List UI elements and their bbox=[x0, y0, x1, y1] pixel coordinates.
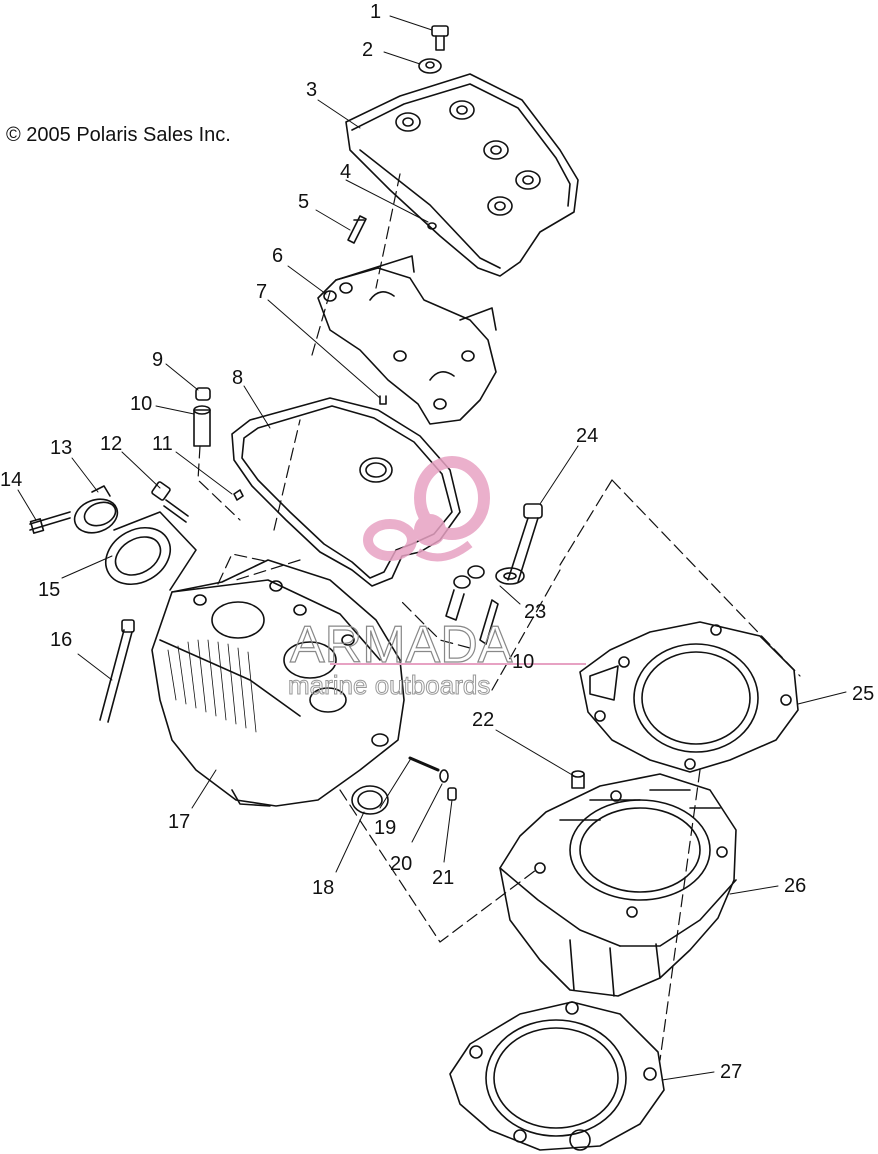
part-2-washer bbox=[418, 58, 442, 74]
callout-20: 20 bbox=[390, 853, 412, 875]
part-9-cap bbox=[195, 387, 211, 401]
callout-11: 11 bbox=[152, 433, 173, 455]
callout-24: 24 bbox=[576, 425, 598, 447]
leader-lines bbox=[17, 15, 847, 1081]
callout-13: 13 bbox=[50, 437, 72, 459]
part-19-stud bbox=[408, 756, 440, 772]
part-7-dowel bbox=[379, 395, 387, 405]
callout-9: 9 bbox=[152, 349, 163, 371]
watermark-tagline: marine outboards bbox=[288, 670, 490, 700]
callout-15: 15 bbox=[38, 579, 60, 601]
callout-labels: 1 2 3 4 5 6 7 8 9 10 11 12 13 14 15 16 1… bbox=[0, 1, 874, 1083]
part-27-base-gasket bbox=[449, 1001, 665, 1151]
callout-3: 3 bbox=[306, 79, 317, 101]
callout-2: 2 bbox=[362, 39, 373, 61]
part-26-cylinder bbox=[499, 773, 737, 997]
callout-18: 18 bbox=[312, 877, 334, 899]
callout-25: 25 bbox=[852, 683, 874, 705]
part-3-valve-cover bbox=[345, 73, 579, 277]
callout-12: 12 bbox=[100, 433, 122, 455]
part-21-nut bbox=[447, 787, 457, 801]
callout-22: 22 bbox=[472, 709, 494, 731]
part-12-bolt bbox=[151, 481, 189, 523]
callout-19: 19 bbox=[374, 817, 396, 839]
callout-1: 1 bbox=[370, 1, 381, 23]
callout-21: 21 bbox=[432, 867, 454, 889]
part-16-long-bolt bbox=[99, 619, 135, 723]
callout-8: 8 bbox=[232, 367, 243, 389]
callout-10b: 10 bbox=[512, 651, 534, 673]
part-20-washer bbox=[439, 769, 449, 783]
callout-14: 14 bbox=[0, 469, 22, 491]
part-10-sleeve bbox=[193, 405, 211, 447]
part-23-stud bbox=[445, 565, 499, 645]
callout-23: 23 bbox=[524, 601, 546, 623]
part-15-intake-boot bbox=[105, 511, 197, 591]
callout-26: 26 bbox=[784, 875, 806, 897]
part-6-cam-carrier bbox=[317, 255, 497, 425]
part-4-dowel bbox=[427, 222, 437, 230]
callout-6: 6 bbox=[272, 245, 283, 267]
callout-7: 7 bbox=[256, 281, 267, 303]
callout-5: 5 bbox=[298, 191, 309, 213]
callout-4: 4 bbox=[340, 161, 351, 183]
assembly-lines bbox=[197, 173, 801, 1061]
part-5-bolt bbox=[347, 215, 367, 244]
callout-10: 10 bbox=[130, 393, 152, 415]
part-11-dowel bbox=[233, 489, 244, 501]
watermark-brand: ARMADA bbox=[290, 616, 513, 674]
callout-27: 27 bbox=[720, 1061, 742, 1083]
part-17-cylinder-head bbox=[151, 559, 405, 807]
part-1-bolt bbox=[431, 25, 449, 51]
part-25-head-gasket bbox=[579, 621, 799, 773]
copyright-notice: © 2005 Polaris Sales Inc. bbox=[6, 124, 231, 146]
part-24-bolt bbox=[495, 503, 543, 585]
part-22-dowel bbox=[571, 770, 585, 789]
part-18-o-ring bbox=[351, 785, 389, 815]
callout-16: 16 bbox=[50, 629, 72, 651]
part-14-screw bbox=[29, 511, 71, 534]
callout-17: 17 bbox=[168, 811, 190, 833]
watermark-logo-icon bbox=[363, 456, 490, 562]
